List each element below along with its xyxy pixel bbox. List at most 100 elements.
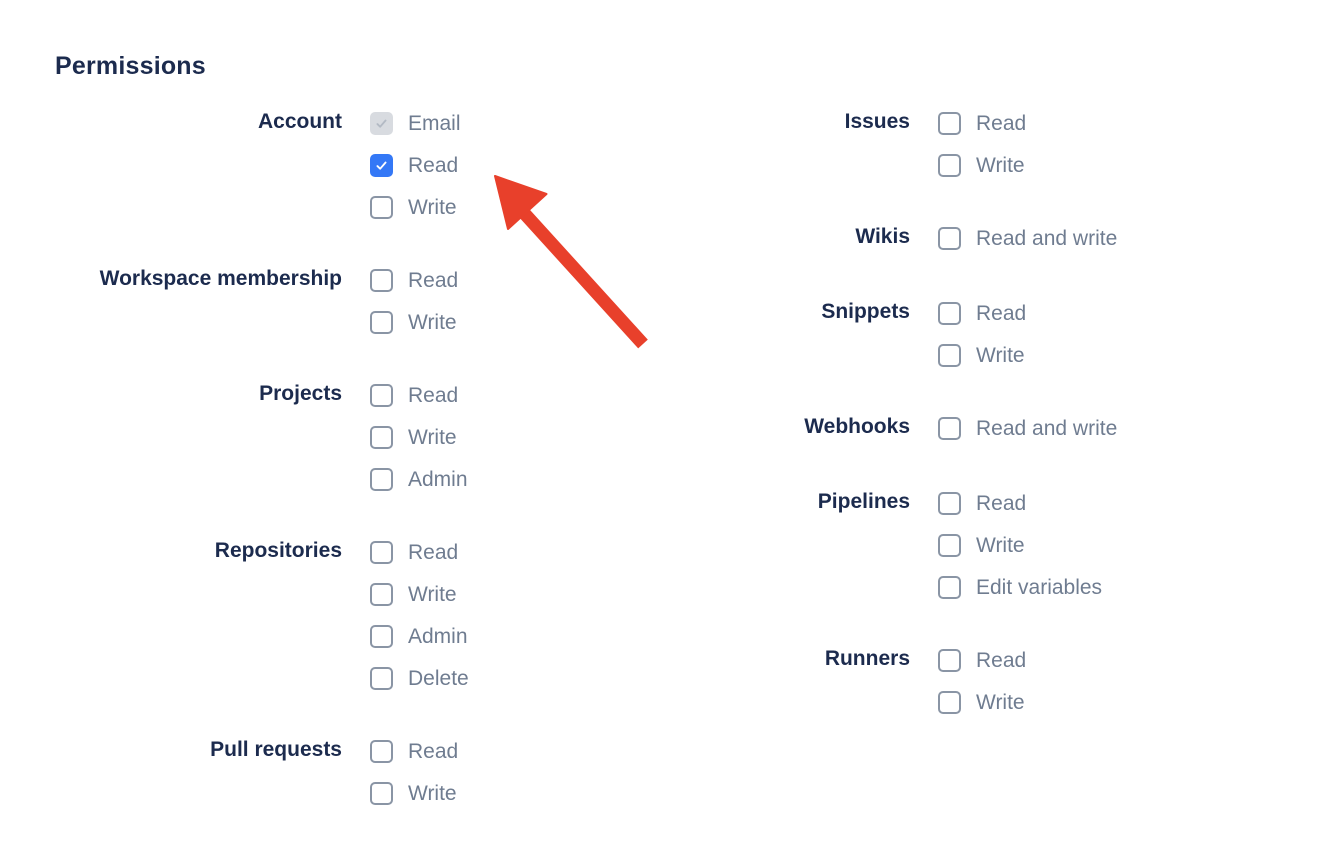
permission-group-label: Repositories xyxy=(214,539,342,562)
permission-option-label: Write xyxy=(408,782,457,805)
permission-option-label: Edit variables xyxy=(976,576,1103,599)
checkbox-icon[interactable] xyxy=(938,691,961,714)
permission-options: Read Write Admin Delete xyxy=(370,541,469,690)
checkbox-webhooks-read-and-write[interactable]: Read and write xyxy=(938,417,1117,440)
permission-option-label: Admin xyxy=(408,625,468,648)
checkbox-projects-read[interactable]: Read xyxy=(370,384,468,407)
checkbox-issues-write[interactable]: Write xyxy=(938,154,1026,177)
permission-option-label: Read and write xyxy=(976,417,1118,440)
permission-option-label: Email xyxy=(408,112,461,135)
checkbox-icon[interactable] xyxy=(370,667,393,690)
permission-group-label: Pull requests xyxy=(210,738,342,761)
permission-group-pull-requests: Pull requests Read Write xyxy=(55,738,660,805)
checkbox-icon[interactable] xyxy=(370,112,393,135)
permission-options: Read Write xyxy=(938,649,1026,714)
permission-option-label: Write xyxy=(976,154,1025,177)
checkbox-icon[interactable] xyxy=(938,344,961,367)
permission-group-label: Snippets xyxy=(821,300,910,323)
permission-group-projects: Projects Read Write Admin xyxy=(55,382,660,491)
checkbox-icon[interactable] xyxy=(938,154,961,177)
permission-group-wikis: Wikis Read and write xyxy=(660,225,1220,252)
checkbox-pull-requests-read[interactable]: Read xyxy=(370,740,458,763)
permission-options: Read Write xyxy=(938,112,1026,177)
checkbox-account-read[interactable]: Read xyxy=(370,154,461,177)
permission-group-repositories: Repositories Read Write Admin Delete xyxy=(55,539,660,690)
permission-option-label: Read xyxy=(976,492,1027,515)
checkbox-icon[interactable] xyxy=(370,541,393,564)
checkbox-icon[interactable] xyxy=(370,782,393,805)
checkbox-projects-admin[interactable]: Admin xyxy=(370,468,468,491)
checkbox-pipelines-write[interactable]: Write xyxy=(938,534,1102,557)
checkbox-icon[interactable] xyxy=(370,384,393,407)
checkbox-icon[interactable] xyxy=(938,417,961,440)
checkbox-icon[interactable] xyxy=(938,534,961,557)
checkbox-repositories-delete[interactable]: Delete xyxy=(370,667,469,690)
checkbox-runners-write[interactable]: Write xyxy=(938,691,1026,714)
checkbox-runners-read[interactable]: Read xyxy=(938,649,1026,672)
permission-option-label: Read xyxy=(408,154,459,177)
permission-option-label: Read and write xyxy=(976,227,1118,250)
permission-group-label: Account xyxy=(258,110,342,133)
permission-group-issues: Issues Read Write xyxy=(660,110,1220,177)
checkbox-account-write[interactable]: Write xyxy=(370,196,461,219)
checkbox-icon[interactable] xyxy=(370,426,393,449)
checkbox-icon[interactable] xyxy=(370,468,393,491)
checkbox-icon[interactable] xyxy=(938,492,961,515)
permission-group-label: Workspace membership xyxy=(99,267,342,290)
checkbox-icon[interactable] xyxy=(938,112,961,135)
permission-group-workspace-membership: Workspace membership Read Write xyxy=(55,267,660,334)
permission-options: Read and write xyxy=(938,227,1117,250)
permission-group-label: Runners xyxy=(824,647,910,670)
checkbox-repositories-read[interactable]: Read xyxy=(370,541,469,564)
checkbox-icon[interactable] xyxy=(938,227,961,250)
permission-option-label: Write xyxy=(408,311,457,334)
checkbox-icon[interactable] xyxy=(370,583,393,606)
permission-options: Read Write xyxy=(370,740,458,805)
checkbox-repositories-admin[interactable]: Admin xyxy=(370,625,469,648)
permission-group-label: Webhooks xyxy=(804,415,910,438)
permission-option-label: Read xyxy=(976,302,1027,325)
permission-option-label: Admin xyxy=(408,468,468,491)
checkbox-workspace-membership-read[interactable]: Read xyxy=(370,269,458,292)
permission-options: Read and write xyxy=(938,417,1117,440)
permissions-heading: Permissions xyxy=(55,52,206,80)
permissions-column-right: Issues Read Write Wikis Read and write S… xyxy=(660,110,1220,764)
checkbox-pull-requests-write[interactable]: Write xyxy=(370,782,458,805)
permission-option-label: Read xyxy=(976,649,1027,672)
permission-options: Read Write Admin xyxy=(370,384,468,491)
checkbox-repositories-write[interactable]: Write xyxy=(370,583,469,606)
permission-group-snippets: Snippets Read Write xyxy=(660,300,1220,367)
checkbox-icon[interactable] xyxy=(938,649,961,672)
checkbox-pipelines-edit-variables[interactable]: Edit variables xyxy=(938,576,1102,599)
checkbox-icon[interactable] xyxy=(370,196,393,219)
permission-option-label: Write xyxy=(976,534,1025,557)
checkbox-icon[interactable] xyxy=(370,269,393,292)
permission-option-label: Read xyxy=(408,740,459,763)
checkbox-pipelines-read[interactable]: Read xyxy=(938,492,1102,515)
permission-group-label: Pipelines xyxy=(817,490,910,513)
permission-group-label: Projects xyxy=(259,382,342,405)
checkbox-wikis-read-and-write[interactable]: Read and write xyxy=(938,227,1117,250)
permission-option-label: Read xyxy=(408,269,459,292)
checkbox-snippets-read[interactable]: Read xyxy=(938,302,1026,325)
checkbox-account-email: Email xyxy=(370,112,461,135)
permission-options: Email Read Write xyxy=(370,112,461,219)
permission-option-label: Read xyxy=(408,541,459,564)
permission-option-label: Write xyxy=(976,344,1025,367)
permission-options: Read Write xyxy=(938,302,1026,367)
checkbox-issues-read[interactable]: Read xyxy=(938,112,1026,135)
checkbox-workspace-membership-write[interactable]: Write xyxy=(370,311,458,334)
permission-group-account: Account Email Read Write xyxy=(55,110,660,219)
checkbox-icon[interactable] xyxy=(370,740,393,763)
permission-option-label: Write xyxy=(408,583,457,606)
permission-option-label: Read xyxy=(976,112,1027,135)
checkbox-icon[interactable] xyxy=(938,576,961,599)
checkbox-icon[interactable] xyxy=(370,625,393,648)
checkbox-snippets-write[interactable]: Write xyxy=(938,344,1026,367)
checkbox-icon[interactable] xyxy=(370,311,393,334)
checkbox-projects-write[interactable]: Write xyxy=(370,426,468,449)
permissions-columns: Account Email Read Write Workspace membe… xyxy=(55,110,1322,844)
checkbox-icon[interactable] xyxy=(370,154,393,177)
checkbox-icon[interactable] xyxy=(938,302,961,325)
